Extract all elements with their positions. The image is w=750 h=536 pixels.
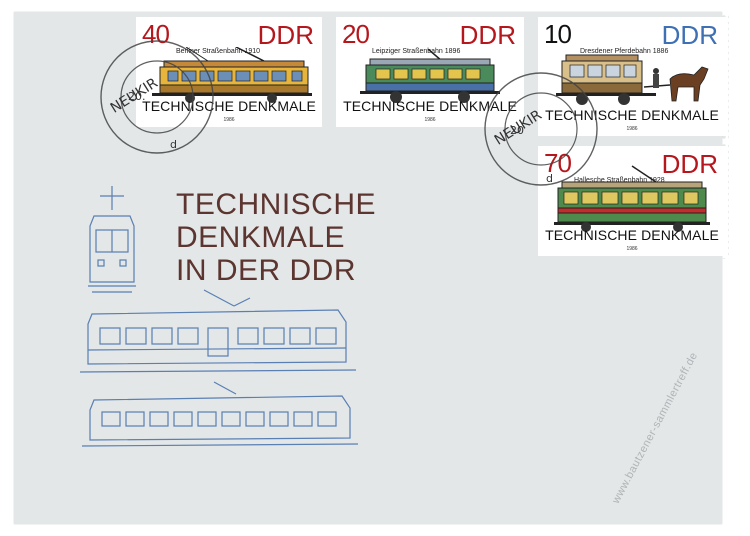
cachet-line-3: IN DER DDR xyxy=(176,254,357,287)
stamp-leipzig-1896: 20 DDR Leipziger Straßenbahn 1896 TECHNI… xyxy=(333,14,527,130)
postmark-date: 20. xyxy=(128,90,146,103)
stamp-halle-1928: 70 DDR Hallesche Straßenbahn 1928 TECHNI… xyxy=(535,143,729,259)
stamp-caption: Leipziger Straßenbahn 1896 xyxy=(372,48,461,55)
tram-illustration xyxy=(360,49,500,103)
stamp-title: TECHNISCHE DENKMALE xyxy=(545,107,719,123)
stamp-country: DDR xyxy=(661,20,718,50)
cachet-line-1: TECHNISCHE xyxy=(176,188,377,221)
stamp-value: 40 xyxy=(142,19,170,49)
stamp-caption: Dresdener Pferdebahn 1886 xyxy=(580,48,669,55)
stamp-dresden-1886: 10 DDR Dresdener Pferdebahn 1886 TECHNIS… xyxy=(535,14,729,139)
horse-tram-illustration xyxy=(556,54,709,105)
postmark-1: NEUKIR 20. d xyxy=(100,40,214,154)
stamp-country: DDR xyxy=(459,20,516,50)
stamp-berlin-1910: 40 DDR Berliner Straßenbahn 1910 TECHNIS… xyxy=(133,14,325,130)
tram-illustration xyxy=(152,47,312,103)
stamp-caption: Hallesche Straßenbahn 1928 xyxy=(574,177,665,184)
cachet-tram-drawing xyxy=(79,186,359,447)
tram-illustration xyxy=(554,165,710,232)
postmark-2: NEUKIR 20 d xyxy=(484,72,598,186)
stamp-country: DDR xyxy=(661,149,718,179)
stamp-value: 10 xyxy=(544,19,572,49)
cachet-line-2: DENKMALE xyxy=(176,221,346,254)
stamp-value: 20 xyxy=(342,19,370,49)
postmark-code: d xyxy=(170,138,177,151)
stamp-year: 1986 xyxy=(424,117,436,123)
stamp-title: TECHNISCHE DENKMALE xyxy=(142,98,316,114)
stamp-caption: Berliner Straßenbahn 1910 xyxy=(176,48,261,55)
cachet-title: TECHNISCHE DENKMALE IN DER DDR xyxy=(176,188,376,287)
postmark-code: d xyxy=(546,172,553,185)
stamp-year: 1986 xyxy=(223,117,235,123)
stamp-country: DDR xyxy=(257,20,314,50)
stamp-year: 1986 xyxy=(626,126,638,132)
stamp-title: TECHNISCHE DENKMALE xyxy=(343,98,517,114)
stamp-title: TECHNISCHE DENKMALE xyxy=(545,227,719,243)
stamp-year: 1986 xyxy=(626,246,638,252)
postmark-date: 20 xyxy=(510,124,524,137)
